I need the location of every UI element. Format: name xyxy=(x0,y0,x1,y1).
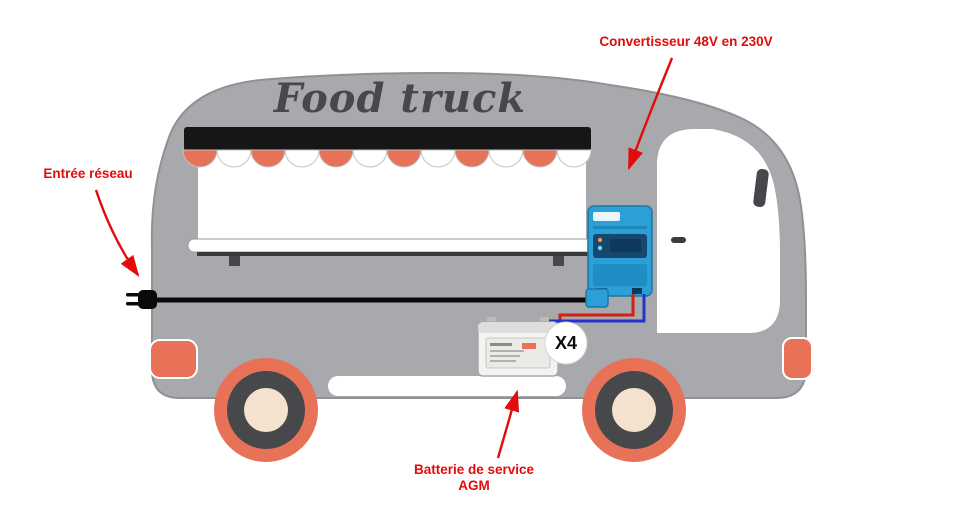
battery-count-text: X4 xyxy=(555,333,577,353)
annotation-converter-label: Convertisseur 48V en 230V xyxy=(599,34,772,49)
awning-scallop xyxy=(250,149,286,168)
battery-count-badge: X4 xyxy=(544,321,588,365)
counter-bracket xyxy=(229,256,240,266)
awning-scallop xyxy=(488,149,524,168)
door-handle-icon xyxy=(671,237,686,243)
awning-scallop xyxy=(386,149,422,168)
awning-scallop xyxy=(522,149,558,168)
serving-window xyxy=(198,150,586,239)
annotation-battery-arrow xyxy=(496,389,520,459)
awning-canopy xyxy=(182,127,592,239)
converter-led xyxy=(597,245,603,251)
side-skirt xyxy=(328,376,566,396)
awning-scallop xyxy=(284,149,320,168)
awning-bar xyxy=(184,127,591,151)
annotation-network-arrow xyxy=(94,189,140,277)
rear-wheel xyxy=(214,358,318,462)
converter-device xyxy=(587,205,653,297)
awning-scallop xyxy=(352,149,388,168)
converter-brand-label xyxy=(593,212,620,221)
annotation-battery-label-line1: Batterie de service xyxy=(414,462,535,477)
wheel-hub xyxy=(612,388,656,432)
converter-terminal xyxy=(632,288,642,294)
counter-shelf xyxy=(187,238,599,266)
annotation-battery-label-line2: AGM xyxy=(458,478,490,493)
front-wheel xyxy=(582,358,686,462)
side-mirror xyxy=(753,168,769,208)
power-plug-icon xyxy=(126,290,157,309)
converter-led xyxy=(597,237,603,243)
wheel-hub xyxy=(244,388,288,432)
battery-label xyxy=(485,337,551,369)
rear-bumper xyxy=(149,339,198,379)
truck-name-text: Food truck xyxy=(273,75,526,122)
ac-breaker-box xyxy=(585,288,609,308)
cab-window xyxy=(657,129,780,333)
awning-scallop xyxy=(420,149,456,168)
awning-scallop xyxy=(556,149,592,168)
counter-bracket xyxy=(553,256,564,266)
awning-scallop xyxy=(454,149,490,168)
awning-scallop xyxy=(318,149,354,168)
annotation-network-label: Entrée réseau xyxy=(43,166,132,181)
annotation-converter-arrow xyxy=(627,57,674,171)
awning-scallop xyxy=(182,149,218,168)
service-battery xyxy=(477,317,559,377)
awning-scallop xyxy=(216,149,252,168)
front-bumper xyxy=(782,337,813,380)
